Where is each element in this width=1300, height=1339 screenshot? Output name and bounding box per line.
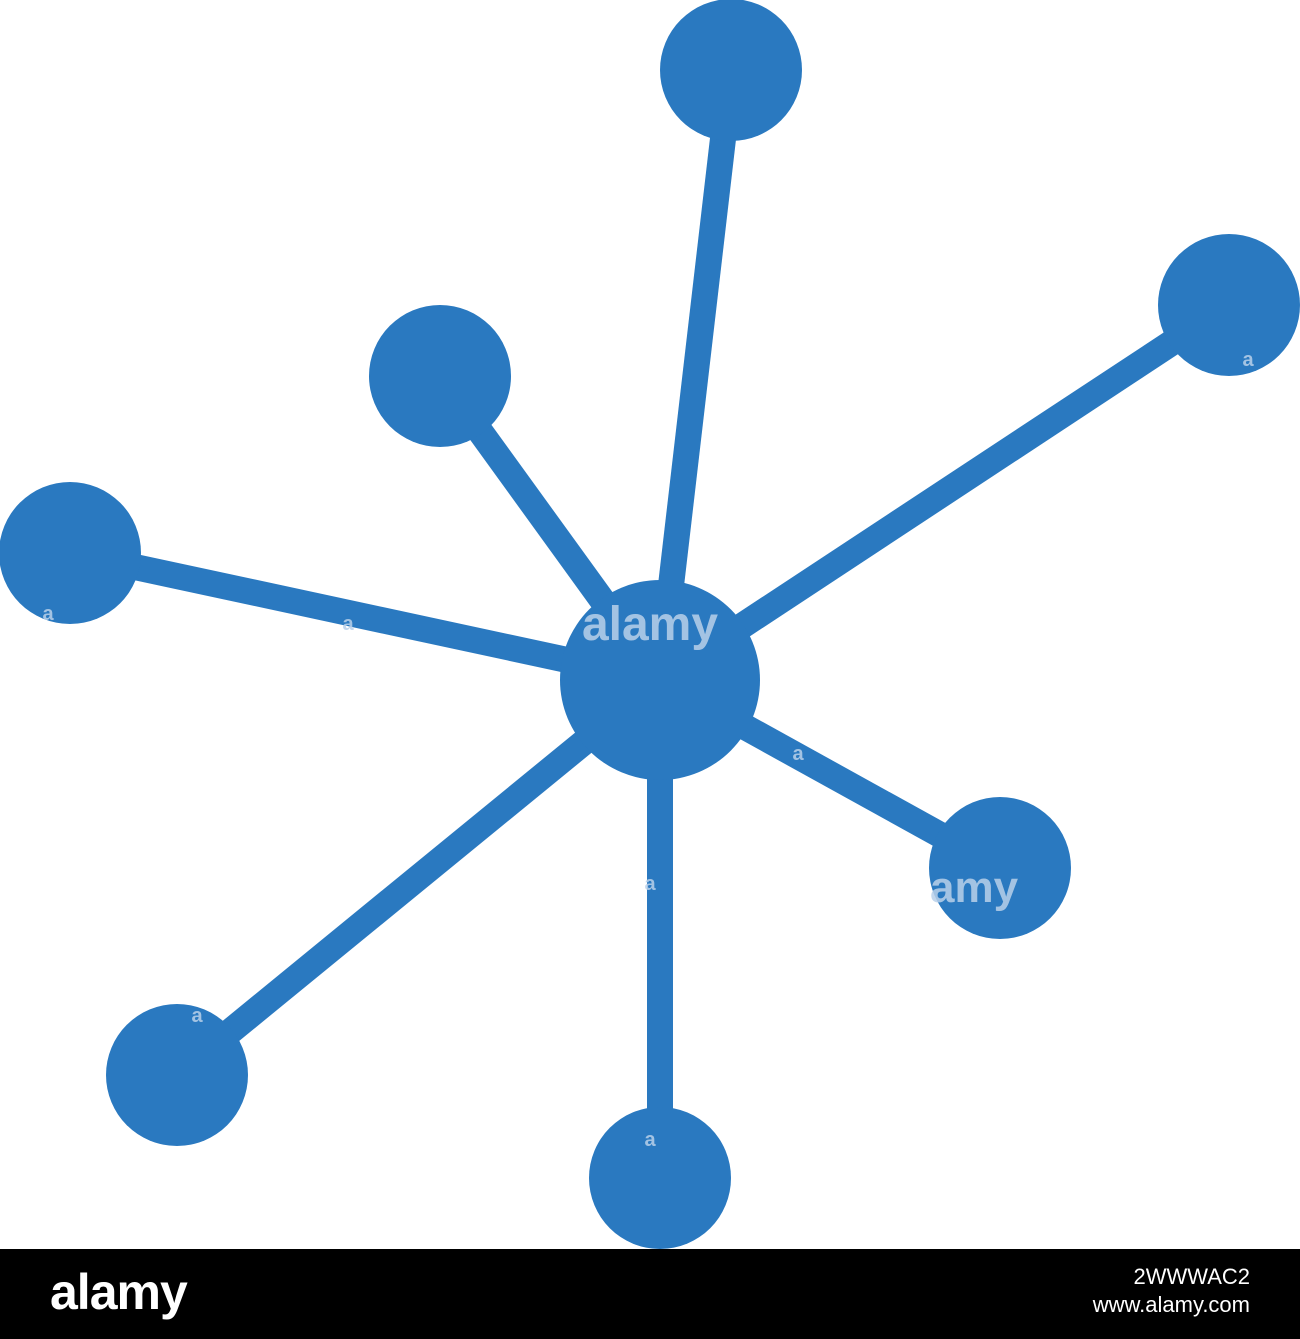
spoke-top <box>647 68 744 682</box>
site-url: www.alamy.com <box>1092 1292 1250 1317</box>
network-nodes <box>0 0 1300 1249</box>
watermark-mark-4: a <box>792 743 804 765</box>
node-upper-right <box>1158 234 1300 376</box>
network-illustration: alamy amy a a a a a a a <box>0 0 1300 1249</box>
spoke-left <box>67 540 663 693</box>
footer-bar: alamy 2WWWAC2 www.alamy.com <box>0 1249 1300 1339</box>
node-top <box>660 0 802 141</box>
watermark-mark-6: a <box>191 1005 203 1027</box>
image-id: 2WWWAC2 <box>1133 1264 1250 1289</box>
watermark-center: alamy <box>582 598 718 651</box>
watermark-mark-3: a <box>42 603 54 625</box>
hub-node <box>560 580 760 780</box>
node-lower-right <box>929 797 1071 939</box>
node-bottom <box>589 1107 731 1249</box>
node-left <box>0 482 141 624</box>
node-lower-left <box>106 1004 248 1146</box>
node-upper-left <box>369 305 511 447</box>
spoke-upper-right <box>652 294 1237 691</box>
watermark-layer: alamy amy a a a a a a a <box>42 349 1254 1151</box>
alamy-logo: alamy <box>50 1264 188 1320</box>
network-hub-icon: alamy amy a a a a a a a <box>0 0 1300 1249</box>
watermark-mark-5: a <box>644 873 656 895</box>
spoke-lower-left <box>168 669 669 1086</box>
image-id-block: 2WWWAC2 www.alamy.com <box>1093 1263 1250 1319</box>
watermark-right: amy <box>930 863 1019 912</box>
watermark-mark-7: a <box>644 1129 656 1151</box>
watermark-mark-2: a <box>342 613 354 635</box>
watermark-mark-1: a <box>1242 349 1254 371</box>
